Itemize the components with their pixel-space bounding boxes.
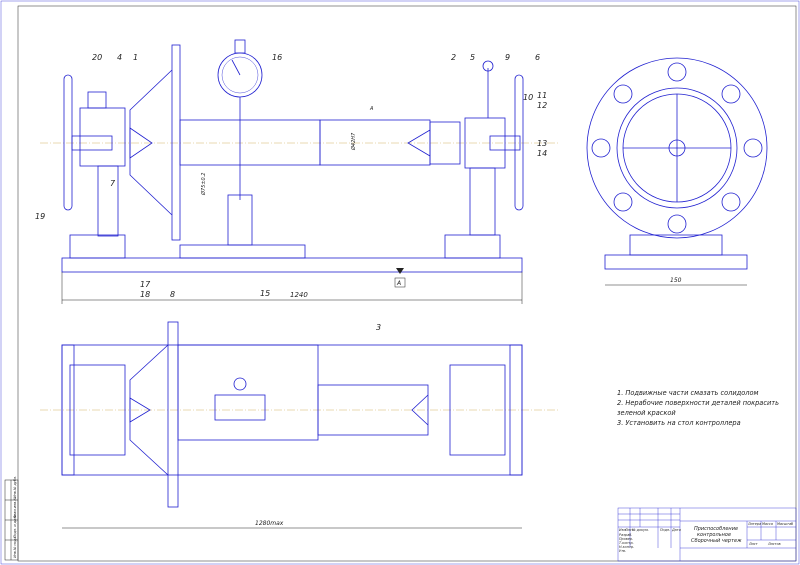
note-line: 3. Установить на стол контроллера (617, 419, 741, 427)
label-20: 20 (92, 53, 102, 62)
dim-1280max: 1280max (255, 520, 284, 527)
label-1: 1 (133, 53, 138, 62)
label-14: 14 (537, 149, 547, 158)
header-col: № докум. (631, 528, 649, 532)
dim-150: 150 (670, 277, 682, 284)
mass-label: Масса (762, 522, 773, 526)
label-2: 2 (451, 53, 456, 62)
header-col: Подп. (660, 528, 670, 532)
dim-bore: Ø42H7 (350, 132, 357, 151)
note-line: зеленой краской (617, 409, 676, 417)
front-view: 1240 Ø42H7 Ø75±0.2 A A 1 2 4 5 6 7 8 9 1… (35, 39, 560, 304)
inner-frame (17, 5, 797, 562)
header-col: Изм (619, 528, 626, 532)
label-6: 6 (535, 53, 540, 62)
header-col: Дата (671, 528, 681, 532)
stamp-text: Инв.№ дубл. (13, 476, 17, 498)
label-19: 19 (35, 212, 45, 221)
label-4: 4 (117, 53, 122, 62)
side-view: 150 (586, 57, 768, 286)
technical-notes: 1. Подвижные части смазать солидолом 2. … (617, 389, 779, 427)
dim-height: Ø75±0.2 (200, 173, 207, 196)
role: Н.контр. (619, 545, 634, 549)
note-line: 1. Подвижные части смазать солидолом (617, 389, 759, 397)
stamp-text: Подп. и дата (13, 515, 17, 538)
label-9: 9 (505, 53, 510, 62)
stamp-text: Взам.инв.№ (13, 497, 17, 518)
sheets-label: Листов (767, 542, 781, 546)
title-line: Приспособление (694, 526, 738, 532)
view-mark: A (396, 280, 401, 287)
label-7: 7 (110, 179, 116, 188)
role: Т.контр. (619, 541, 634, 545)
label-3: 3 (376, 323, 381, 332)
label-18: 18 (140, 290, 150, 299)
label-11: 11 (537, 91, 547, 100)
title-block: Изм Лист № докум. Подп. Дата Разраб. Про… (617, 507, 797, 562)
role: Провер. (619, 537, 633, 541)
role: Утв. (619, 549, 626, 553)
title-line: Сборочный чертеж (691, 538, 742, 544)
note-line: 2. Нерабочие поверхности деталей покраси… (617, 399, 779, 407)
top-view: 1280max 3 (40, 321, 560, 529)
label-12: 12 (537, 101, 547, 110)
header-col: Лист (624, 528, 635, 532)
stamp-text: Инв.№ подл. (13, 536, 17, 558)
label-13: 13 (537, 139, 547, 148)
role: Разраб. (619, 533, 632, 537)
section-mark: A (369, 106, 374, 112)
label-17: 17 (140, 280, 151, 289)
label-15: 15 (260, 289, 270, 298)
scale-label: Масштаб (777, 522, 793, 526)
side-stamp: Инв.№ подл. Подп. и дата Взам.инв.№ Инв.… (4, 476, 19, 561)
title-line: контрольное (697, 532, 731, 538)
label-5: 5 (470, 53, 475, 62)
label-10: 10 (523, 93, 533, 102)
dim-1240: 1240 (290, 291, 308, 299)
sheet-label: Лист (748, 542, 759, 546)
label-8: 8 (170, 290, 175, 299)
lit-label: Литера (747, 522, 761, 526)
label-16: 16 (272, 53, 282, 62)
